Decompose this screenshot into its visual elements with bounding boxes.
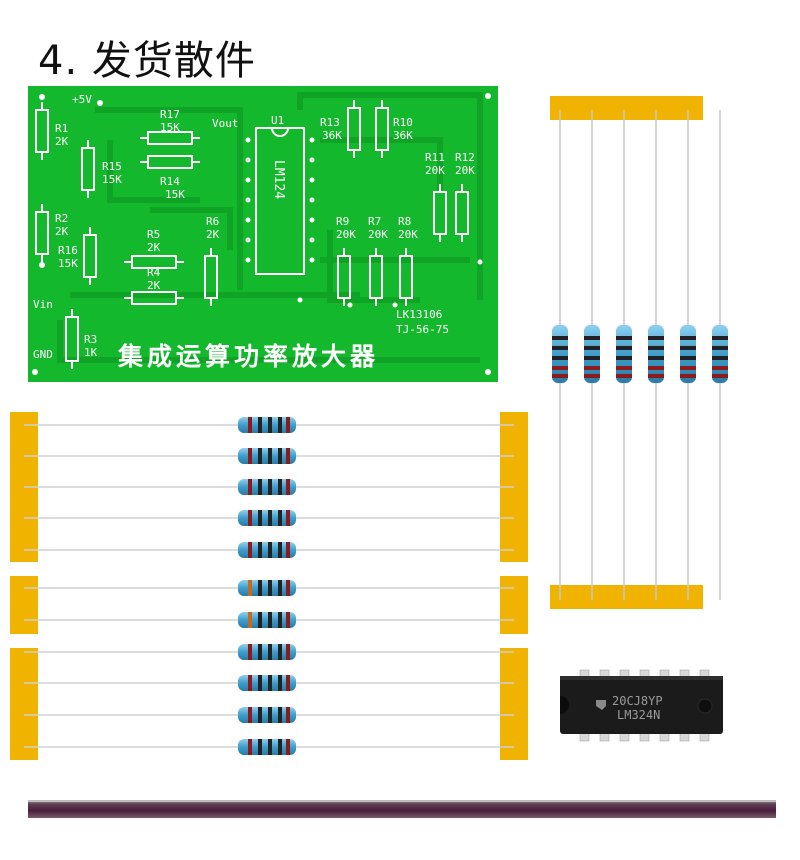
chip-marking-line1: 20CJ8YP [612, 694, 663, 708]
resistor [238, 580, 296, 596]
r13-ref: R13 [320, 116, 340, 129]
r2-ref: R2 [55, 212, 68, 225]
r6-value: 2K [206, 228, 220, 241]
r11-value: 20K [425, 164, 445, 177]
lm324-chip: 20CJ8YP LM324N [560, 669, 723, 742]
label-vout: Vout [212, 117, 239, 130]
r7-value: 20K [368, 228, 388, 241]
vertical-resistor-strip [550, 96, 728, 609]
r2-value: 2K [55, 225, 69, 238]
label-code2: TJ-56-75 [396, 323, 449, 336]
resistor [648, 325, 664, 383]
r1-ref: R1 [55, 122, 68, 135]
r8-value: 20K [398, 228, 418, 241]
r7-ref: R7 [368, 215, 381, 228]
resistor [616, 325, 632, 383]
r17-ref: R17 [160, 108, 180, 121]
label-code1: LK13106 [396, 308, 442, 321]
label-vin: Vin [33, 298, 53, 311]
resistor [238, 479, 296, 495]
pcb-pads [32, 93, 491, 375]
r12-value: 20K [455, 164, 475, 177]
r6-ref: R6 [206, 215, 219, 228]
label-5v: +5V [72, 93, 92, 106]
r14-ref: R14 [160, 175, 180, 188]
pcb-title: 集成运算功率放大器 [117, 342, 379, 371]
resistor [238, 707, 296, 723]
r17-value: 15K [160, 121, 180, 134]
r1-value: 2K [55, 135, 69, 148]
tape-bottom [550, 585, 703, 609]
resistor [238, 612, 296, 628]
page-heading: 4. 发货散件 [38, 38, 256, 84]
r10-value: 36K [393, 129, 413, 142]
resistor [238, 417, 296, 433]
resistor [238, 542, 296, 558]
bottom-strip [28, 800, 776, 818]
r16-ref: R16 [58, 244, 78, 257]
r3-value: 1K [84, 346, 98, 359]
horizontal-resistor-strips [10, 412, 528, 760]
resistor [238, 675, 296, 691]
ic-outline [255, 127, 305, 275]
r14-value: 15K [165, 188, 185, 201]
pcb-board: U1 LM124 [28, 86, 498, 382]
r15-value: 15K [102, 173, 122, 186]
r4-value: 2K [147, 279, 161, 292]
resistor [238, 448, 296, 464]
r9-ref: R9 [336, 215, 349, 228]
resistor [712, 325, 728, 383]
resistor [584, 325, 600, 383]
ic-label: LM124 [271, 160, 286, 199]
label-gnd: GND [33, 348, 53, 361]
r11-ref: R11 [425, 151, 445, 164]
r4-ref: R4 [147, 266, 161, 279]
resistor [238, 644, 296, 660]
r9-value: 20K [336, 228, 356, 241]
r13-value: 36K [322, 129, 342, 142]
chip-marking-line2: LM324N [617, 708, 660, 722]
resistor [238, 510, 296, 526]
tape-top [550, 96, 703, 120]
r5-ref: R5 [147, 228, 160, 241]
resistor [680, 325, 696, 383]
r5-value: 2K [147, 241, 161, 254]
r10-ref: R10 [393, 116, 413, 129]
r15-ref: R15 [102, 160, 122, 173]
r3-ref: R3 [84, 333, 97, 346]
u1-label: U1 [271, 114, 284, 127]
resistor [552, 325, 568, 383]
r16-value: 15K [58, 257, 78, 270]
resistor [238, 739, 296, 755]
r8-ref: R8 [398, 215, 411, 228]
r12-ref: R12 [455, 151, 475, 164]
